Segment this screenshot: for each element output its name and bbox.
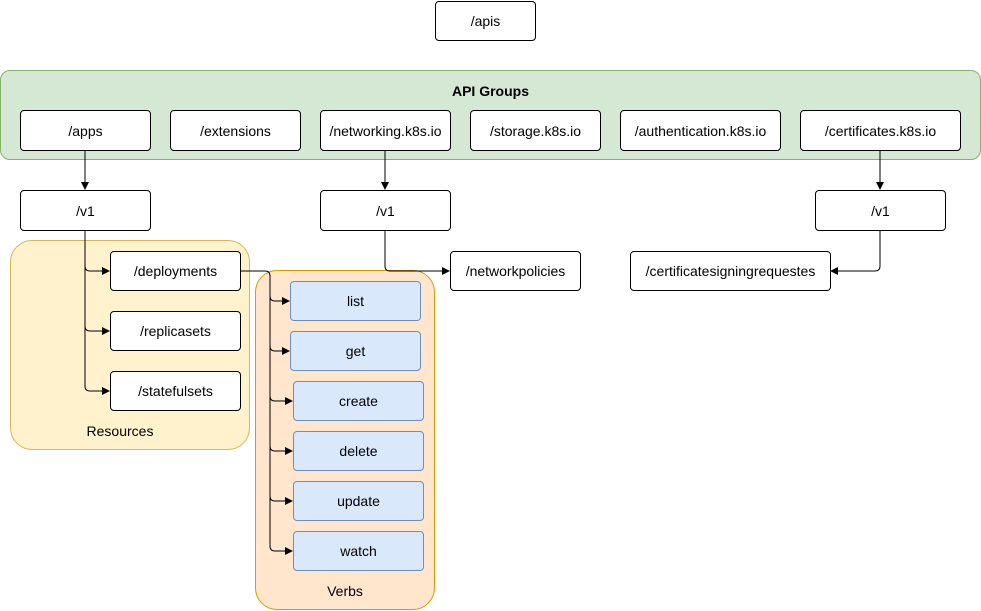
api-groups-title: API Groups [451, 83, 529, 99]
resource-deployments-node: /deployments [110, 251, 241, 291]
group-networking-node: /networking.k8s.io [320, 110, 451, 151]
apis-root-node: /apis [435, 1, 536, 41]
resource-csr-node: /certificatesigningrequestes [630, 251, 831, 291]
resource-networkpolicies-node: /networkpolicies [450, 251, 581, 291]
verb-list-node: list [290, 281, 421, 321]
group-authentication-node: /authentication.k8s.io [620, 110, 781, 151]
verb-get-node: get [290, 331, 421, 371]
verbs-title: Verbs [327, 583, 363, 599]
certificates-v1-node: /v1 [815, 190, 946, 231]
group-apps-node: /apps [20, 110, 151, 151]
group-storage-node: /storage.k8s.io [470, 110, 601, 151]
verb-update-node: update [293, 481, 424, 521]
verb-delete-node: delete [293, 431, 424, 471]
apps-v1-node: /v1 [20, 190, 151, 231]
group-extensions-node: /extensions [170, 110, 301, 151]
group-certificates-node: /certificates.k8s.io [800, 110, 961, 151]
verb-create-node: create [293, 381, 424, 421]
resource-statefulsets-node: /statefulsets [110, 371, 241, 411]
networking-v1-node: /v1 [320, 190, 451, 231]
resources-title: Resources [86, 423, 154, 439]
verb-watch-node: watch [293, 531, 424, 571]
resource-replicasets-node: /replicasets [110, 311, 241, 351]
